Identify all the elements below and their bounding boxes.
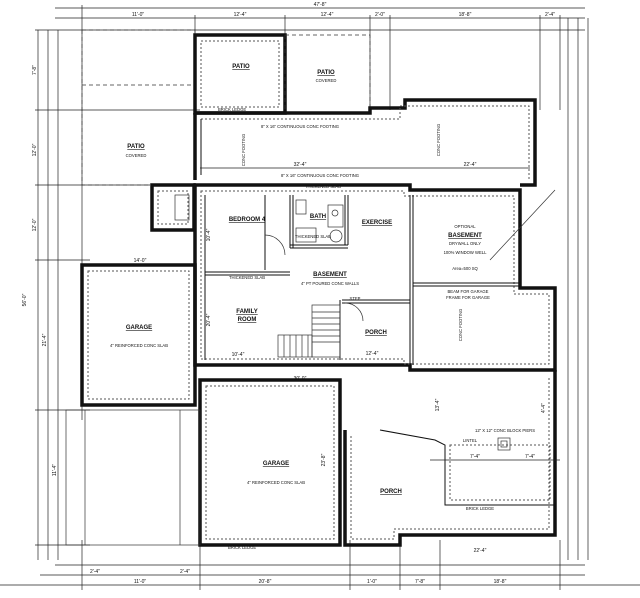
dim-inner-7: 10'-4" <box>232 352 245 358</box>
footing-band-outline <box>195 98 537 187</box>
dim-top-1: 11'-0" <box>132 12 145 18</box>
shower-icon <box>327 204 344 228</box>
note-block-piers: 12" X 12" CONC BLOCK PIERS <box>475 428 535 433</box>
dim-bottom-4: 7'-8" <box>415 579 425 585</box>
dim-left-1: 7'-8" <box>32 65 38 75</box>
dim-bottom-6: 2'-4" <box>90 569 100 575</box>
dim-inner-11: 7'-4" <box>470 454 480 460</box>
note-footing-mid: 8" X 16" CONTINUOUS CONC FOOTING <box>281 173 359 178</box>
patio-top-wall <box>193 33 287 115</box>
dim-top-4: 2'-0" <box>375 12 385 18</box>
dim-inner-8: 12'-4" <box>366 351 379 357</box>
dim-inner-6: 20'-4" <box>206 313 212 326</box>
note-beam: BEAM FOR GARAGE <box>448 289 489 294</box>
dim-inner-9: 4'-4" <box>541 403 547 413</box>
dim-left-3: 12'-0" <box>32 218 38 231</box>
dim-top-overall: 47'-8" <box>314 2 327 8</box>
note-beam-2: FRAME FOR GARAGE <box>446 295 490 300</box>
note-lintel: LINTEL <box>463 438 478 443</box>
block-pier-icon <box>497 437 511 451</box>
sink-icon <box>295 227 317 243</box>
dim-bottom-1: 11'-0" <box>134 579 147 585</box>
room-patio-top2: PATIO <box>317 70 335 76</box>
basement-outline <box>193 183 557 372</box>
room-family2: ROOM <box>238 317 257 323</box>
note-brick-ledge-top: BRICK LEDGE <box>218 107 246 112</box>
note-brick-ledge-bottom: BRICK LEDGE <box>228 545 256 550</box>
room-family: FAMILY <box>236 309 257 315</box>
room-basement-opt-title: BASEMENT <box>448 233 482 239</box>
room-basement: BASEMENT <box>313 272 347 278</box>
room-porch-main: PORCH <box>380 489 402 495</box>
room-basement-opt: OPTIONAL <box>454 224 476 229</box>
dim-bottom-3: 1'-0" <box>367 579 377 585</box>
dimension-lines <box>0 5 640 590</box>
room-basement-note: 4" PT POURED CONC WALLS <box>301 281 359 286</box>
toilet-icon <box>295 199 307 215</box>
note-brick-ledge-right: BRICK LEDGE <box>466 506 494 511</box>
garage-left-outline <box>80 263 197 407</box>
note-thickened-slab: THICKENED SLAB <box>305 184 341 189</box>
dim-left-5: 21'-4" <box>42 333 48 346</box>
note-footing-vert-3: CONC FOOTING <box>458 309 463 342</box>
room-exercise: EXERCISE <box>362 220 392 226</box>
dim-left-6: 56'-0" <box>22 293 28 306</box>
dim-inner-13: 23'-8" <box>321 453 327 466</box>
room-bath: BATH <box>310 214 326 220</box>
dim-inner-14: 22'-4" <box>474 548 487 554</box>
porch-outline <box>343 370 557 547</box>
dim-top-2: 12'-4" <box>234 12 247 18</box>
room-garage-left: GARAGE <box>126 325 152 331</box>
note-footing-vert-2: CONC FOOTING <box>436 124 441 157</box>
room-basement-opt-note3: Area=500 SQ <box>452 266 478 271</box>
dim-inner-10: 13'-4" <box>435 398 441 411</box>
room-patio-top: PATIO <box>232 64 250 70</box>
garage-driveway <box>65 409 201 546</box>
dim-inner-1: 14'-0" <box>134 258 147 264</box>
room-basement-opt-note2: 100% WINDOW WELL <box>444 250 487 255</box>
dim-top-3: 12'-4" <box>321 12 334 18</box>
room-garage-main: GARAGE <box>263 461 289 467</box>
room-patio-top2-sub: COVERED <box>316 78 337 83</box>
note-footing-top: 8" X 16" CONTINUOUS CONC FOOTING <box>261 124 339 129</box>
room-patio-left-sub: COVERED <box>126 153 147 158</box>
dim-inner-3: 30'-0" <box>294 376 307 382</box>
note-step: STEP <box>350 296 361 301</box>
dim-inner-4: 22'-4" <box>464 162 477 168</box>
room-garage-left-note: 4" REINFORCED CONC SLAB <box>110 343 168 348</box>
dim-inner-5: 10'-4" <box>206 228 212 241</box>
dim-top-5: 18'-8" <box>459 12 472 18</box>
dim-inner-12: 7'-4" <box>525 454 535 460</box>
dim-bottom-7: 2'-4" <box>180 569 190 575</box>
dim-top-6: 2'-4" <box>545 12 555 18</box>
dim-inner-2: 32'-4" <box>294 162 307 168</box>
dim-bottom-5: 18'-8" <box>494 579 507 585</box>
note-footing-vert-1: CONC FOOTING <box>241 134 246 167</box>
dim-left-2: 12'-0" <box>32 143 38 156</box>
room-bedroom: BEDROOM 4 <box>229 217 266 223</box>
dim-left-4: 11'-4" <box>52 464 58 477</box>
room-patio-left: PATIO <box>127 144 145 150</box>
room-garage-main-note: 4" REINFORCED CONC SLAB <box>247 480 305 485</box>
room-porch-small: PORCH <box>365 330 387 336</box>
patio-left-outline <box>81 29 196 186</box>
dim-bottom-2: 20'-8" <box>259 579 272 585</box>
note-thickened-slab-3: THICKENED SLAB <box>295 234 331 239</box>
note-thickened-slab-2: THICKENED SLAB <box>229 275 265 280</box>
stairs-icon <box>277 304 341 358</box>
room-basement-opt-note1: DRYWALL ONLY <box>449 241 481 246</box>
